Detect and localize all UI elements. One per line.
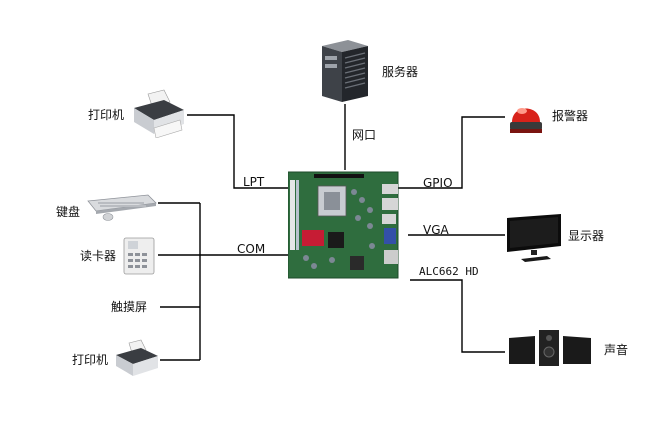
display-label: 显示器	[568, 229, 605, 243]
speaker-image	[509, 330, 591, 366]
display-image	[507, 214, 561, 262]
speaker-label: 声音	[604, 343, 629, 357]
vga-port-label: VGA	[423, 223, 449, 237]
gpio-port-label: GPIO	[423, 176, 453, 190]
network-port-label: 网口	[352, 128, 377, 142]
touchscreen-label: 触摸屏	[111, 300, 148, 314]
com-port-label: COM	[237, 242, 266, 256]
alarm-label: 报警器	[552, 109, 589, 123]
audio-port-label: ALC662 HD	[419, 265, 479, 278]
card-reader-image	[123, 237, 155, 275]
card-reader-label: 读卡器	[80, 249, 117, 263]
lpt-line	[187, 114, 288, 189]
printer-top-image	[134, 89, 184, 138]
keyboard-image	[87, 194, 157, 221]
printer-bottom-image	[116, 339, 158, 376]
motherboard-image	[288, 171, 399, 279]
alarm-image	[510, 108, 542, 133]
lpt-port-label: LPT	[243, 175, 265, 189]
gpio-line	[398, 116, 505, 189]
server-label: 服务器	[382, 65, 419, 79]
keyboard-label: 键盘	[56, 205, 81, 219]
printer-top-label: 打印机	[88, 108, 125, 122]
audio-line	[410, 279, 505, 353]
server-image	[322, 40, 368, 102]
printer-bottom-label: 打印机	[72, 353, 109, 367]
